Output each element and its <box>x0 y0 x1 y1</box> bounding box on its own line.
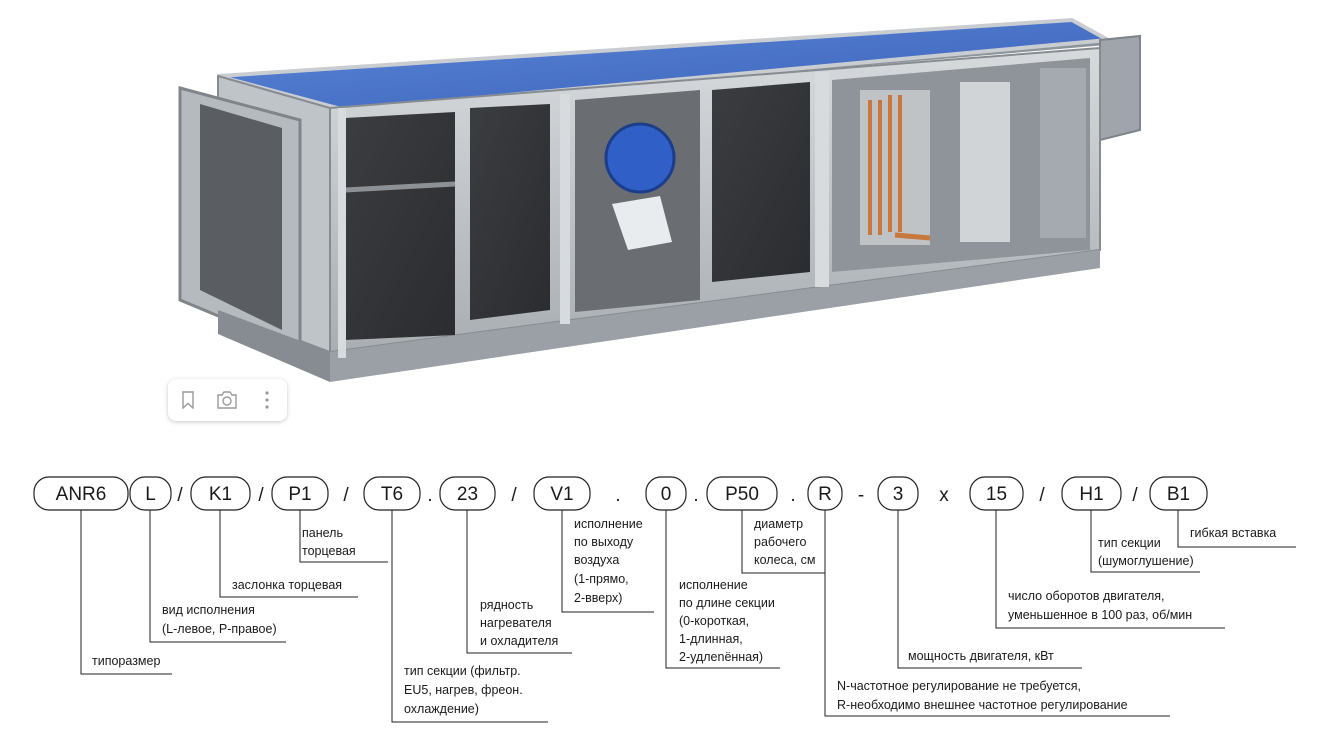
unit-base <box>330 250 1100 382</box>
leader-lines <box>80 510 1296 723</box>
label-tip-sekcii-3: охлаждение) <box>404 702 479 716</box>
label-dlina-4: 1-длинная, <box>679 632 743 646</box>
air-handling-unit-illustration <box>178 17 1141 382</box>
leader-oboroty <box>995 510 1225 629</box>
code-p1: P1 <box>288 484 311 505</box>
label-diametr-3: колеса, см <box>754 553 816 567</box>
code-separators: / / / / . / . . . - x / / <box>177 485 1138 506</box>
code-23: 23 <box>457 484 478 505</box>
label-vyhod-4: (1-прямо, <box>574 572 629 586</box>
label-ryadnost-3: и охладителя <box>480 634 558 648</box>
label-dlina-5: 2-удлenённая) <box>679 650 763 664</box>
label-ryadnost-1: рядность <box>480 598 533 612</box>
code-p50: P50 <box>725 484 759 505</box>
leader-regulirovanie <box>824 510 1170 717</box>
separator-2: / <box>258 485 264 506</box>
image-action-toolbar <box>168 379 287 421</box>
visual-search-icon <box>217 391 238 409</box>
label-shumoglushenie-1: тип секции <box>1098 536 1161 550</box>
separator-8: . <box>693 485 698 506</box>
section1-panel <box>345 112 455 340</box>
label-vyhod-5: 2-вверх) <box>574 591 622 605</box>
fan-motor <box>604 122 676 194</box>
label-vid-ispolneniya-2: (L-левое, P-правое) <box>162 622 277 636</box>
separator-10: - <box>858 485 864 506</box>
separator-7: . <box>615 485 620 506</box>
code-boxes: ANR6 L K1 P1 T6 23 V1 0 P50 R 3 15 H1 B1 <box>33 476 1208 511</box>
label-regulirovanie-2: R-необходимо внешнее частотное регулиров… <box>837 698 1128 712</box>
visual-search-button[interactable] <box>210 383 244 417</box>
label-vyhod-3: воздуха <box>574 553 619 567</box>
code-t6: T6 <box>381 484 403 505</box>
code-b1: B1 <box>1167 484 1190 505</box>
label-gibkaya-vstavka: гибкая вставка <box>1190 526 1276 540</box>
leader-tip-sekcii <box>391 510 548 723</box>
label-panel-2: торцевая <box>302 544 356 558</box>
leader-dlina-sekcii <box>665 510 780 669</box>
separator-1: / <box>177 485 183 506</box>
label-vyhod-1: исполнение <box>574 517 643 531</box>
leader-vyhod-vozduha <box>561 510 654 613</box>
separator-11: x <box>939 485 949 506</box>
label-vid-ispolneniya-1: вид исполнения <box>162 603 255 617</box>
label-vyhod-2: по выходу <box>574 535 634 549</box>
label-oboroty-1: число оборотов двигателя, <box>1008 589 1164 603</box>
separator-12: / <box>1039 485 1045 506</box>
code-h1: H1 <box>1079 484 1103 505</box>
leader-gibkaya-vstavka <box>1177 510 1296 548</box>
label-diametr-2: рабочего <box>754 535 806 549</box>
leader-vid-ispolneniya <box>149 510 286 643</box>
leader-zaslonka <box>219 510 358 598</box>
more-options-icon <box>265 391 269 409</box>
leader-diametr <box>741 510 825 574</box>
bookmark-icon <box>182 391 194 409</box>
label-tip-sekcii-2: EU5, нагрев, фреон. <box>404 683 523 697</box>
label-tip-sekcii-1: тип секции (фильтр. <box>404 664 521 678</box>
leader-tiporazmer <box>80 510 172 675</box>
separator-13: / <box>1132 485 1138 506</box>
leader-shumoglushenie <box>1090 510 1200 573</box>
annotation-labels: типоразмер вид исполнения (L-левое, P-пр… <box>92 517 1276 716</box>
code-15: 15 <box>986 484 1007 505</box>
label-shumoglushenie-2: (шумоглушение) <box>1098 554 1194 568</box>
label-zaslonka: заслонка торцевая <box>232 578 342 592</box>
separator-3: / <box>343 485 349 506</box>
label-ryadnost-2: нагревателя <box>480 616 552 630</box>
code-r: R <box>818 484 832 505</box>
label-moshchnost: мощность двигателя, кВт <box>908 649 1054 663</box>
code-anr6: ANR6 <box>56 484 107 505</box>
separator-6: / <box>511 485 517 506</box>
code-3: 3 <box>893 484 904 505</box>
label-dlina-2: по длине секции <box>679 596 775 610</box>
code-k1: K1 <box>209 484 232 505</box>
leader-moshchnost <box>897 510 1082 669</box>
label-dlina-3: (0-короткая, <box>679 614 749 628</box>
separator-5: . <box>427 485 432 506</box>
code-l: L <box>145 484 156 505</box>
label-tiporazmer: типоразмер <box>92 654 160 668</box>
bookmark-button[interactable] <box>171 383 205 417</box>
separator-9: . <box>790 485 795 506</box>
code-0: 0 <box>661 484 672 505</box>
label-panel-1: панель <box>302 526 343 540</box>
leader-panel <box>299 510 388 563</box>
code-v1: V1 <box>550 484 573 505</box>
label-regulirovanie-1: N-частотное регулирование не требуется, <box>837 679 1081 693</box>
leader-ryadnost <box>466 510 572 654</box>
label-oboroty-2: уменьшенное в 100 раз, об/мин <box>1008 608 1192 622</box>
more-options-button[interactable] <box>250 383 284 417</box>
label-diametr-1: диаметр <box>754 517 803 531</box>
label-dlina-1: исполнение <box>679 578 748 592</box>
